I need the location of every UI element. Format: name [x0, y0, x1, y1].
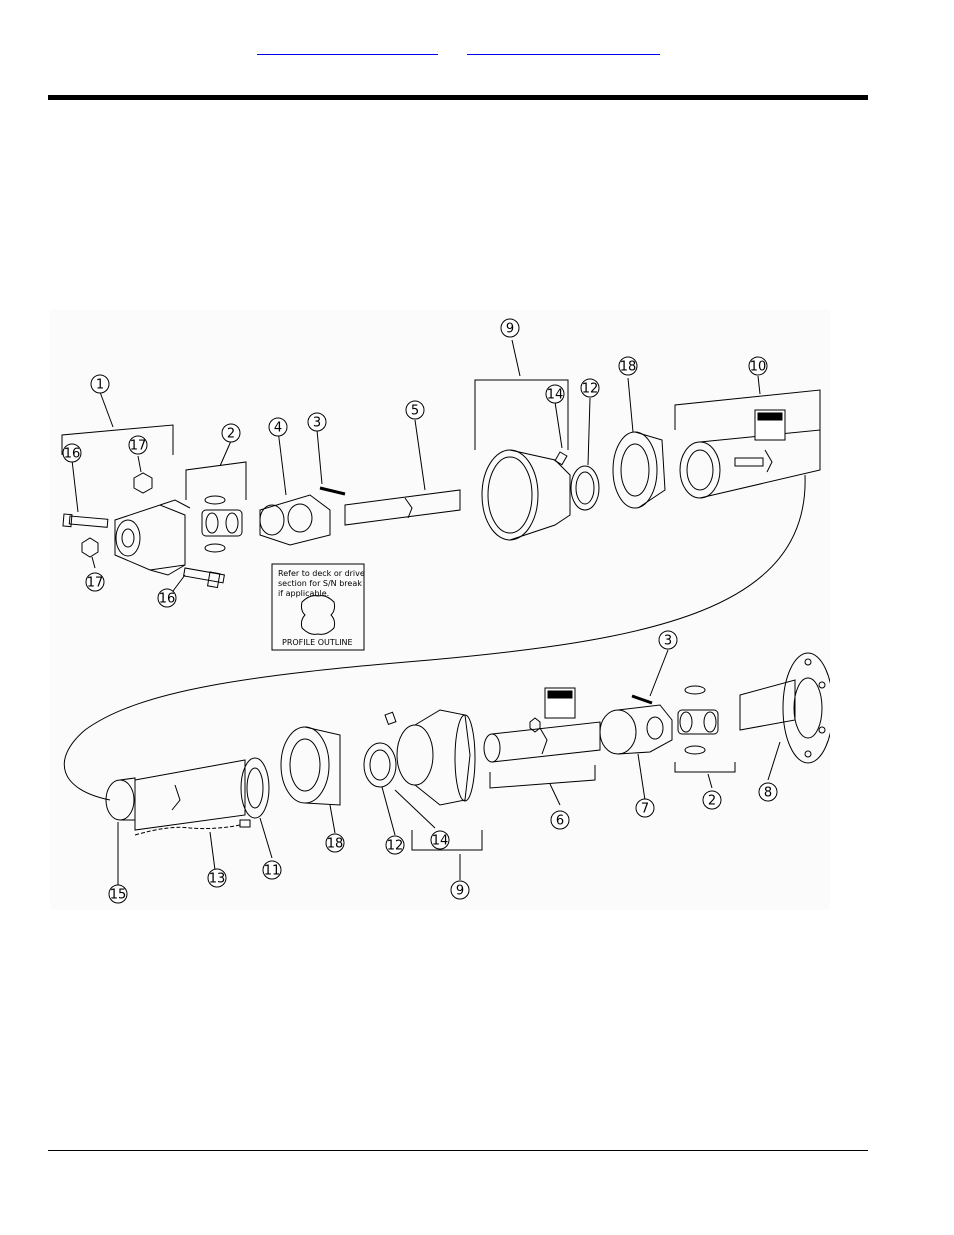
callout-label-c3b: 3: [664, 634, 672, 649]
callout-c5: 5: [405, 400, 425, 420]
callout-c18a: 18: [618, 356, 638, 376]
flange-yoke-part-8: [739, 652, 834, 764]
note-line-2: section for S/N break: [278, 579, 362, 588]
parts-diagram: 1 16 17 2 4 3 5 9 14 12 18 10 17 16 15 13 11 18 12 14 9 6 7 2 8 3…: [50, 310, 834, 910]
guard-cone-bottom: [396, 709, 476, 806]
callout-c10: 10: [748, 356, 768, 376]
yoke-part-1: [114, 499, 191, 576]
pin-top: [319, 486, 346, 496]
callout-label-c9b: 9: [456, 884, 464, 899]
callout-label-c18b: 18: [327, 837, 344, 852]
retaining-ring-top: [570, 465, 600, 511]
header-rule: [48, 95, 868, 100]
callout-label-c13: 13: [209, 872, 226, 887]
retaining-ring-bottom: [363, 742, 397, 788]
callout-c17a: 17: [128, 435, 148, 455]
callout-c9b: 9: [450, 880, 470, 900]
bolt-top: [62, 513, 109, 528]
yoke-part-7: [599, 704, 673, 755]
bracket-2-bottom: [674, 762, 736, 773]
callout-label-c11: 11: [264, 864, 281, 879]
callout-c15: 15: [108, 884, 128, 904]
screw-top: [554, 451, 568, 466]
callout-label-c18a: 18: [620, 360, 637, 375]
u-joint-cross-bottom: [677, 685, 719, 755]
bearing-ring-bottom: [280, 726, 341, 806]
profile-note-box: [271, 563, 365, 651]
callout-c14b: 14: [430, 830, 450, 850]
callout-label-c12b: 12: [387, 839, 404, 854]
bolt-bottom: [183, 567, 225, 589]
screw-bottom: [384, 711, 397, 726]
u-joint-cross-top: [201, 495, 243, 553]
callout-label-c2a: 2: [227, 427, 235, 442]
callout-c6: 6: [550, 810, 570, 830]
nav-link-1[interactable]: [257, 38, 438, 55]
callout-c17b: 17: [85, 572, 105, 592]
callout-label-c17a: 17: [130, 439, 147, 454]
callout-label-c2b: 2: [708, 794, 716, 809]
guard-cone-top: [481, 449, 571, 541]
callout-c18b: 18: [325, 833, 345, 853]
callout-c9a: 9: [500, 318, 520, 338]
callout-label-c10: 10: [750, 360, 767, 375]
outer-tube-part-10: [679, 409, 821, 499]
callout-c13: 13: [207, 868, 227, 888]
bracket-9-bottom: [411, 830, 483, 851]
note-line-1: Refer to deck or drive: [278, 569, 365, 578]
outer-tube-part-11: [134, 757, 270, 831]
inner-tube-part-5: [344, 489, 461, 526]
callout-label-c16b: 16: [159, 592, 176, 607]
callout-label-c6: 6: [556, 814, 564, 829]
end-cap-part-15: [105, 777, 136, 821]
callout-c1: 1: [90, 374, 110, 394]
callout-label-c5: 5: [411, 404, 419, 419]
callout-label-c17b: 17: [87, 576, 104, 591]
callout-label-c14b: 14: [432, 834, 449, 849]
bracket-1: [61, 424, 174, 455]
inner-tube-part-6: [483, 687, 601, 763]
callout-label-c3a: 3: [313, 416, 321, 431]
callout-label-c16a: 16: [64, 447, 81, 462]
yoke-part-4: [259, 494, 331, 546]
nut-bottom: [81, 537, 99, 558]
callout-label-c1: 1: [96, 378, 104, 393]
callout-c3a: 3: [307, 412, 327, 432]
callout-c11: 11: [262, 860, 282, 880]
profile-outline-label: PROFILE OUTLINE: [282, 638, 353, 647]
callout-c14a: 14: [545, 384, 565, 404]
callout-label-c12a: 12: [582, 382, 599, 397]
callout-c3b: 3: [658, 630, 678, 650]
bracket-10: [674, 389, 821, 430]
note-line-3: if applicable.: [278, 589, 329, 598]
callout-c12a: 12: [580, 378, 600, 398]
callout-label-c8: 8: [764, 786, 772, 801]
callout-label-c9a: 9: [506, 322, 514, 337]
callout-c16a: 16: [62, 443, 82, 463]
callout-c8: 8: [758, 782, 778, 802]
assembly-link-curve: [63, 474, 806, 801]
bracket-6: [489, 765, 596, 789]
callout-label-c4: 4: [274, 421, 282, 436]
callout-c12b: 12: [385, 835, 405, 855]
pin-bottom: [631, 694, 653, 705]
callout-c7: 7: [635, 798, 655, 818]
callout-c2b: 2: [702, 790, 722, 810]
callout-label-c15: 15: [110, 888, 127, 903]
bearing-ring-top: [612, 431, 666, 509]
nav-link-2[interactable]: [467, 38, 660, 55]
safety-chain: [134, 824, 241, 836]
callout-label-c7: 7: [641, 802, 649, 817]
bracket-9-top: [474, 379, 569, 450]
footer-rule: [48, 1150, 868, 1151]
callout-label-c14a: 14: [547, 388, 564, 403]
bracket-2-top: [185, 461, 247, 500]
callout-c16b: 16: [157, 588, 177, 608]
nut-top: [133, 472, 153, 494]
callout-c2a: 2: [221, 423, 241, 443]
callout-c4: 4: [268, 417, 288, 437]
